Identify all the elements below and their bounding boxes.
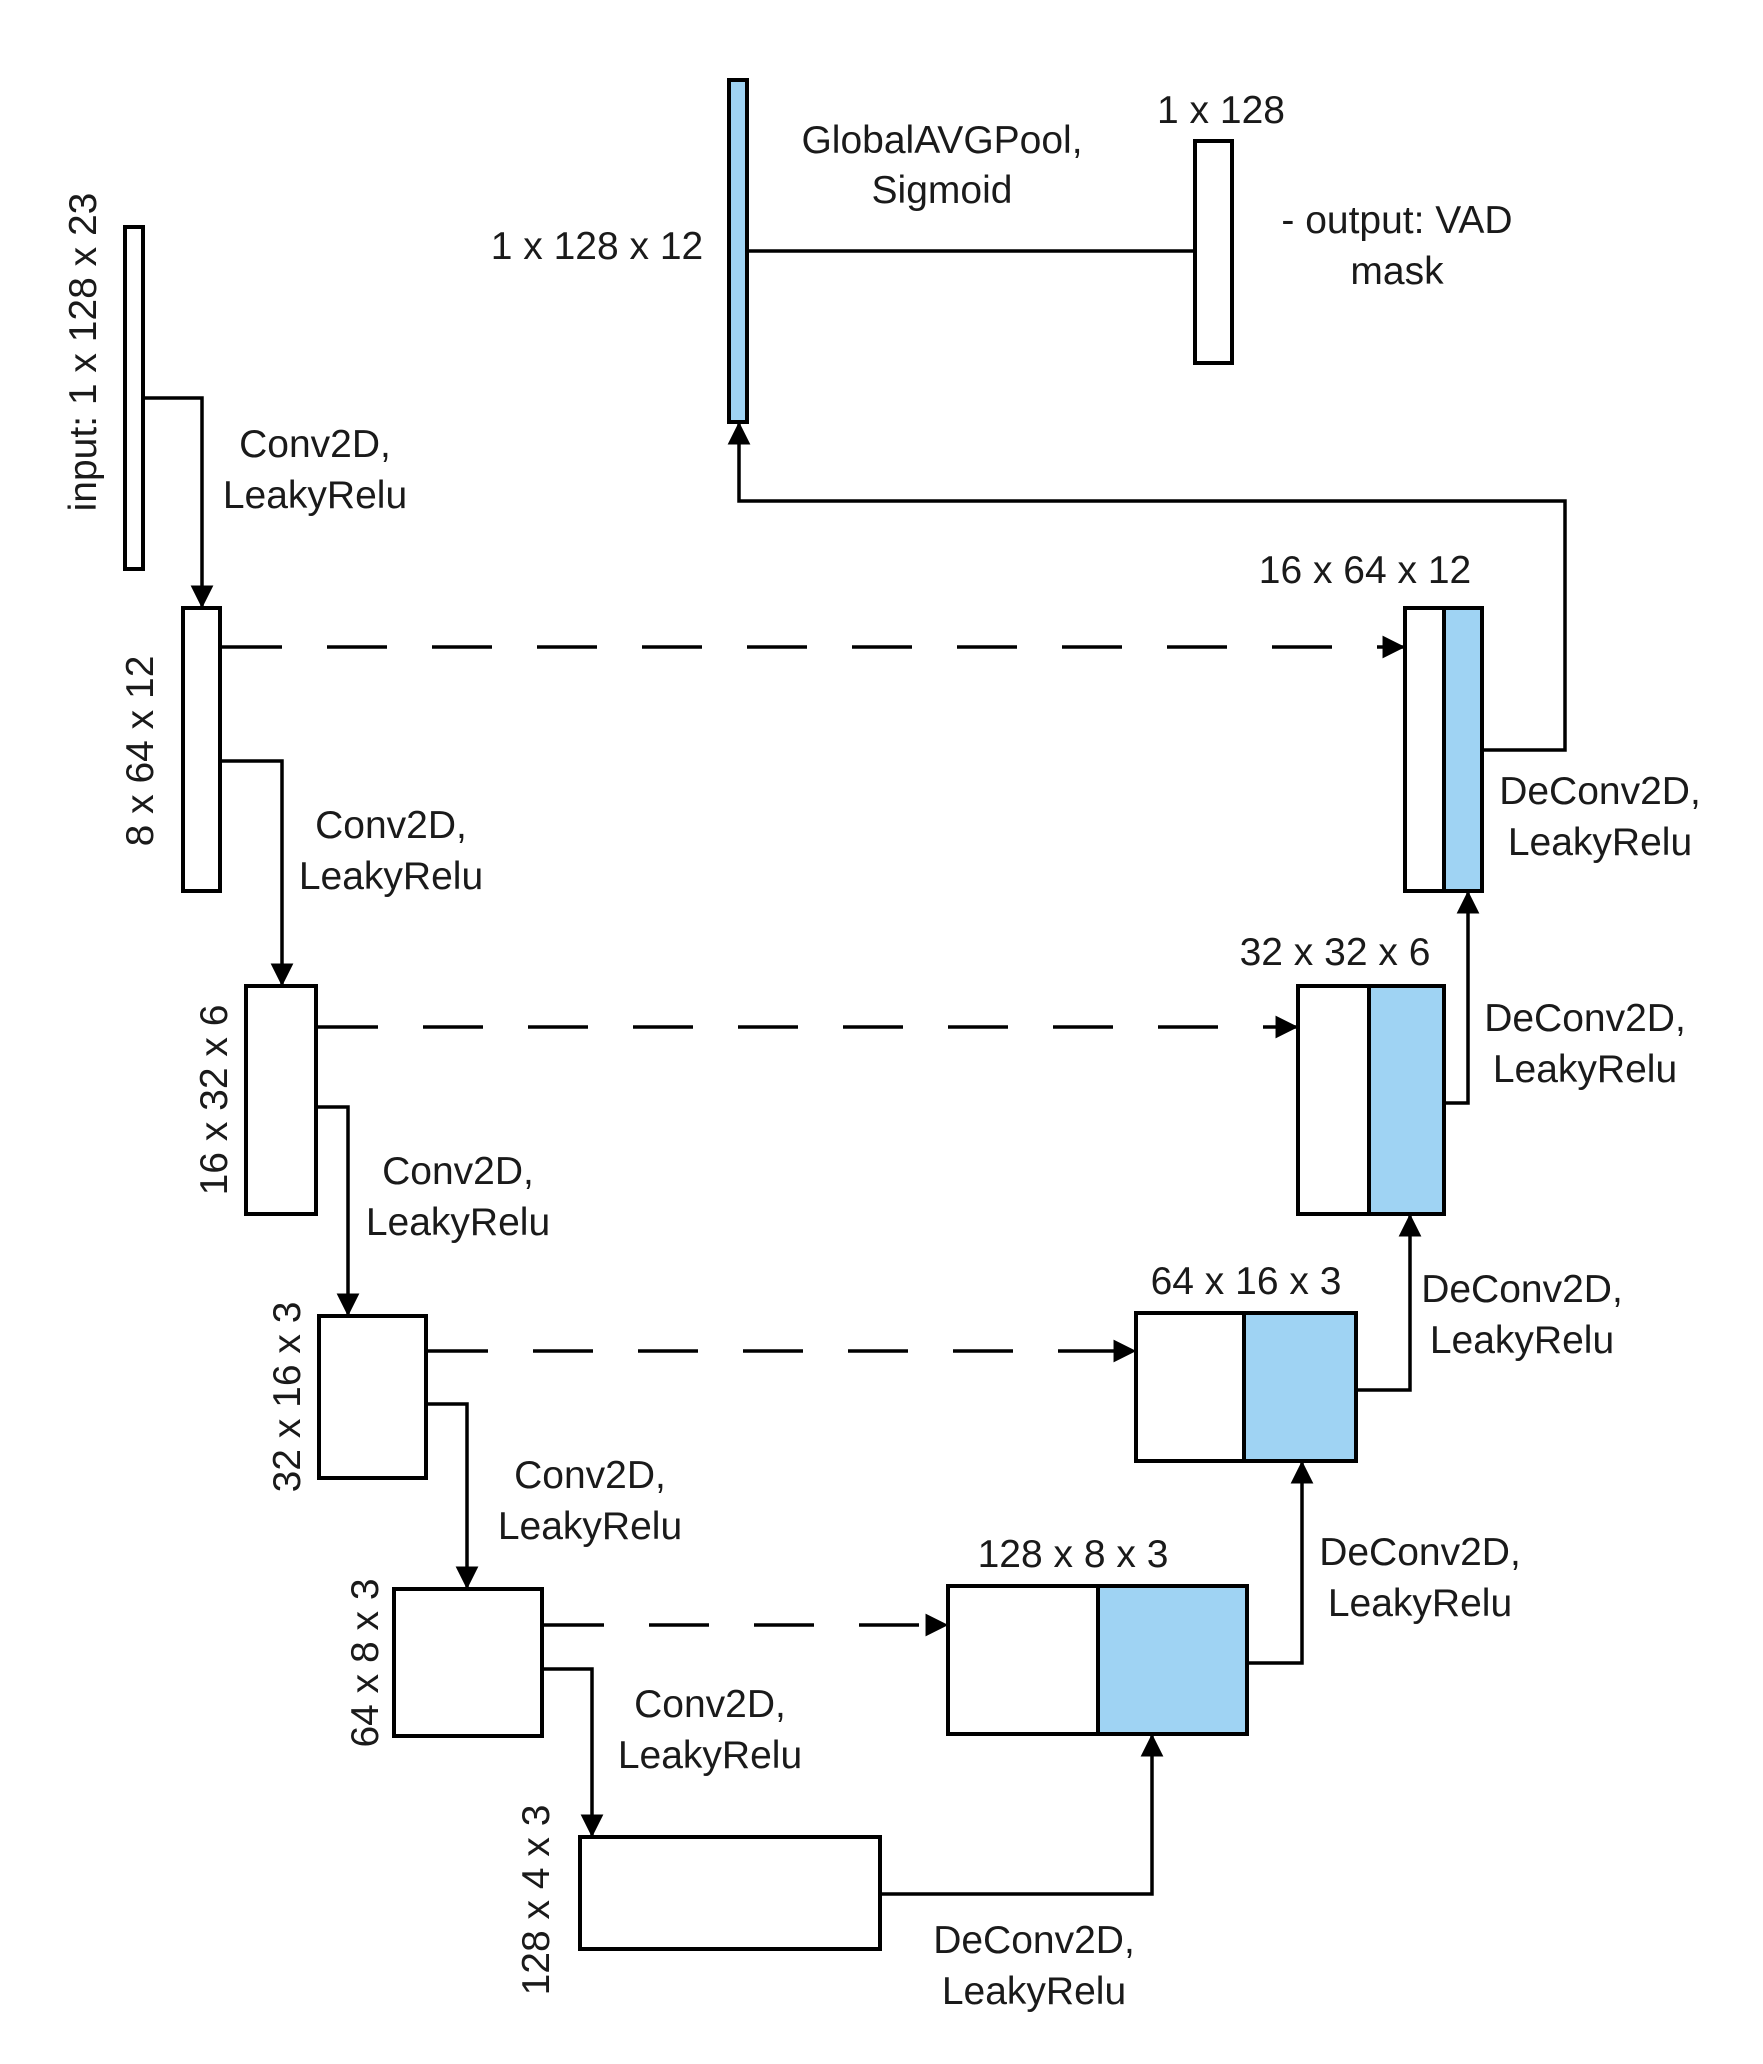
output-note: - output: VAD mask	[1281, 199, 1512, 293]
pool-label: GlobalAVGPool, Sigmoid	[801, 119, 1082, 212]
svg-text:Conv2D,: Conv2D,	[634, 1683, 786, 1726]
conv-label-2: Conv2D, LeakyRelu	[299, 804, 483, 898]
encoder-block-4	[392, 1587, 544, 1738]
deconv-label-2: DeConv2D, LeakyRelu	[1484, 997, 1686, 1091]
decoder-3-shape-label: 64 x 16 x 3	[1151, 1260, 1342, 1303]
deconv-label-4: DeConv2D, LeakyRelu	[1319, 1531, 1521, 1625]
svg-text:LeakyRelu: LeakyRelu	[223, 474, 407, 517]
deconv-label-1: DeConv2D, LeakyRelu	[1499, 770, 1701, 864]
svg-text:GlobalAVGPool,: GlobalAVGPool,	[801, 119, 1082, 162]
pool-input-block	[727, 78, 749, 424]
decoder-block-1-skip	[1403, 606, 1446, 893]
svg-text:LeakyRelu: LeakyRelu	[1328, 1582, 1512, 1625]
encoder-2-shape-label: 16 x 32 x 6	[193, 1005, 236, 1196]
svg-text:LeakyRelu: LeakyRelu	[618, 1734, 802, 1777]
deconv-arrow-bottleneck	[880, 1733, 1164, 1896]
deconv-label-3: DeConv2D, LeakyRelu	[1421, 1268, 1623, 1362]
svg-text:- output: VAD: - output: VAD	[1281, 199, 1512, 242]
conv-label-3: Conv2D, LeakyRelu	[366, 1150, 550, 1244]
deconv-arrow-3	[1356, 1213, 1422, 1392]
deconv-label-bottleneck: DeConv2D, LeakyRelu	[933, 1919, 1135, 2013]
deconv-arrow-2	[1444, 890, 1480, 1105]
decoder-2-shape-label: 32 x 32 x 6	[1240, 931, 1431, 974]
input-shape-label: input: 1 x 128 x 23	[62, 193, 105, 512]
encoder-3-shape-label: 32 x 16 x 3	[266, 1302, 309, 1493]
svg-text:Sigmoid: Sigmoid	[872, 169, 1013, 212]
decoder-block-4-up	[1096, 1584, 1249, 1736]
svg-text:DeConv2D,: DeConv2D,	[933, 1919, 1135, 1962]
svg-text:Conv2D,: Conv2D,	[239, 423, 391, 466]
svg-text:DeConv2D,: DeConv2D,	[1499, 770, 1701, 813]
svg-text:LeakyRelu: LeakyRelu	[1493, 1048, 1677, 1091]
bottleneck-block	[578, 1835, 882, 1951]
decoder-block-3-up	[1242, 1311, 1358, 1463]
conv-arrow-3	[316, 1105, 360, 1317]
input-block	[123, 225, 145, 571]
encoder-4-shape-label: 64 x 8 x 3	[344, 1578, 387, 1747]
conv-label-5: Conv2D, LeakyRelu	[618, 1683, 802, 1777]
svg-text:LeakyRelu: LeakyRelu	[1508, 821, 1692, 864]
output-shape-label: 1 x 128	[1157, 89, 1285, 132]
decoder-block-2-up	[1367, 984, 1446, 1216]
svg-text:Conv2D,: Conv2D,	[315, 804, 467, 847]
conv-arrow-4	[426, 1402, 479, 1590]
pool-input-shape-label: 1 x 128 x 12	[491, 225, 703, 268]
decoder-1-shape-label: 16 x 64 x 12	[1259, 549, 1471, 592]
svg-text:Conv2D,: Conv2D,	[514, 1454, 666, 1497]
decoder-block-1-up	[1442, 606, 1484, 893]
conv-label-4: Conv2D, LeakyRelu	[498, 1454, 682, 1548]
output-block	[1193, 139, 1234, 365]
conv-arrow-5	[542, 1667, 604, 1838]
svg-text:LeakyRelu: LeakyRelu	[1430, 1319, 1614, 1362]
encoder-block-2	[244, 984, 318, 1216]
encoder-block-1	[181, 606, 222, 893]
conv-arrow-2	[220, 759, 294, 987]
svg-text:DeConv2D,: DeConv2D,	[1484, 997, 1686, 1040]
decoder-4-shape-label: 128 x 8 x 3	[978, 1533, 1169, 1576]
conv-arrow-1	[143, 396, 214, 609]
decoder-block-2-skip	[1296, 984, 1371, 1216]
svg-text:LeakyRelu: LeakyRelu	[366, 1201, 550, 1244]
deconv-arrow-4	[1247, 1460, 1314, 1665]
upsample-to-pool-arrow	[727, 421, 1567, 752]
decoder-block-4-skip	[946, 1584, 1100, 1736]
svg-text:LeakyRelu: LeakyRelu	[942, 1970, 1126, 2013]
svg-text:DeConv2D,: DeConv2D,	[1421, 1268, 1623, 1311]
svg-text:Conv2D,: Conv2D,	[382, 1150, 534, 1193]
bottleneck-shape-label: 128 x 4 x 3	[515, 1805, 558, 1996]
encoder-block-3	[317, 1314, 428, 1480]
svg-text:DeConv2D,: DeConv2D,	[1319, 1531, 1521, 1574]
encoder-1-shape-label: 8 x 64 x 12	[119, 656, 162, 847]
svg-text:LeakyRelu: LeakyRelu	[299, 855, 483, 898]
conv-label-1: Conv2D, LeakyRelu	[223, 423, 407, 517]
svg-text:LeakyRelu: LeakyRelu	[498, 1505, 682, 1548]
svg-text:mask: mask	[1350, 250, 1444, 293]
decoder-block-3-skip	[1134, 1311, 1246, 1463]
